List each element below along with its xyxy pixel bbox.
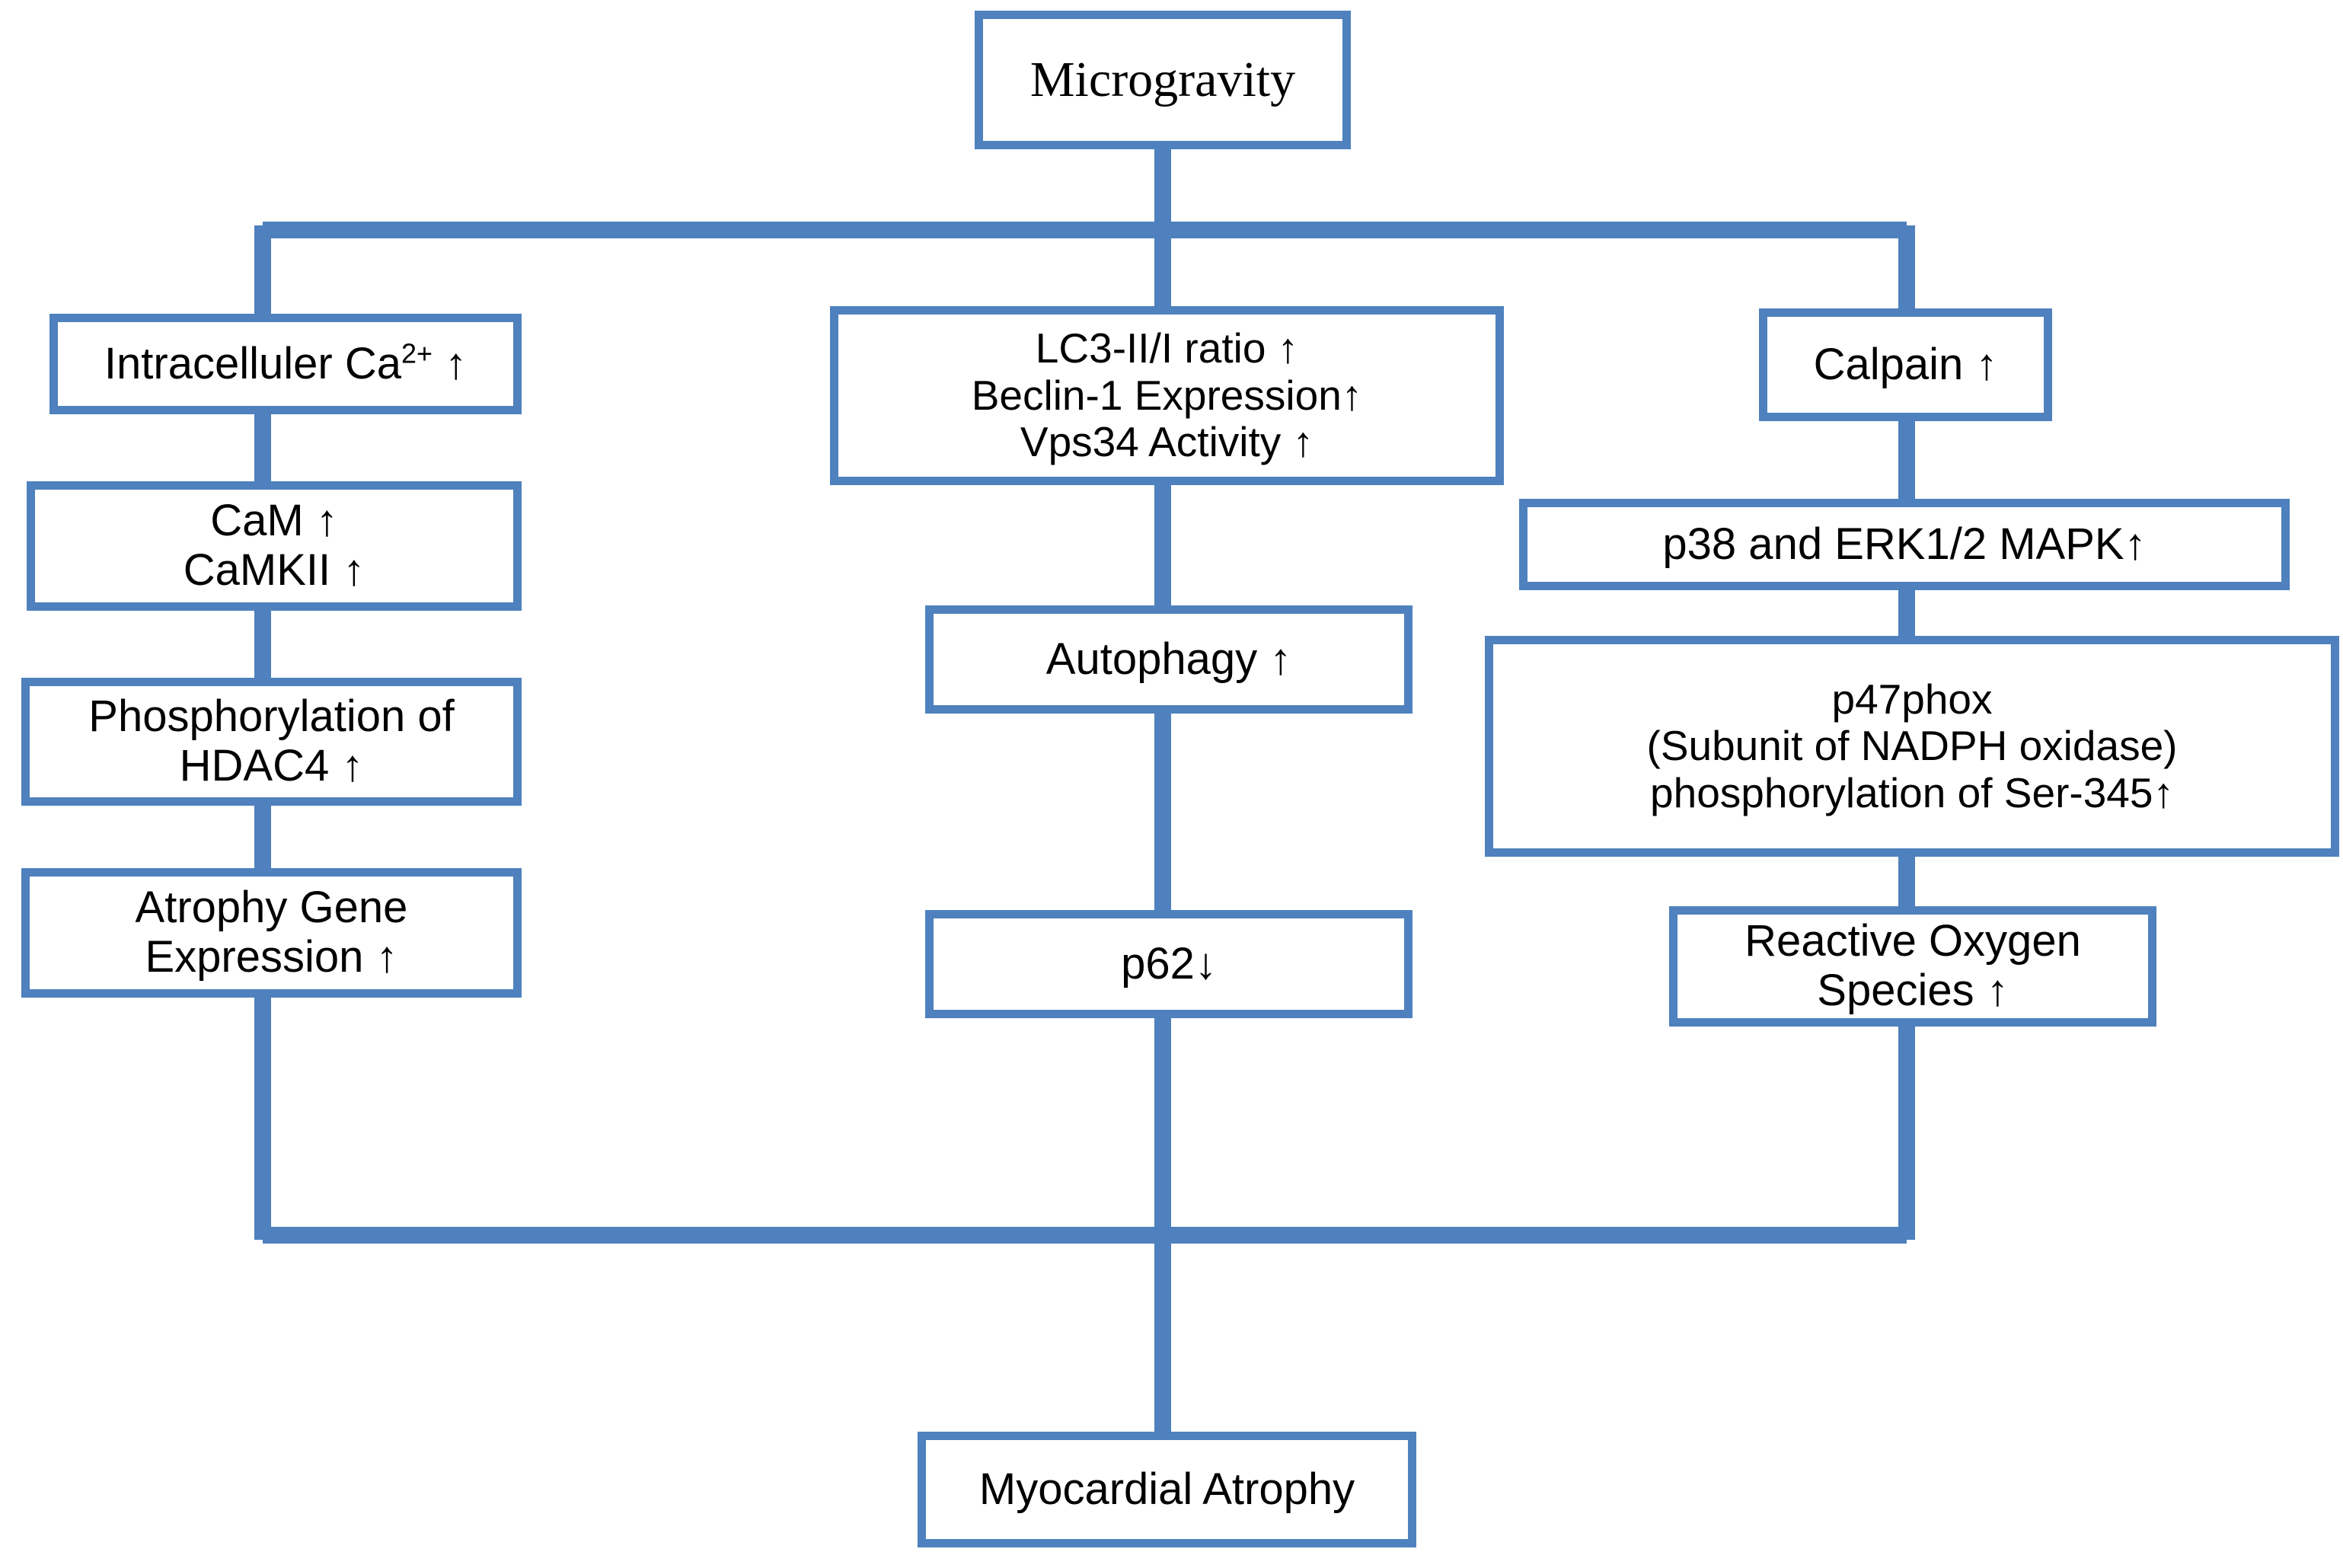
node-myocardial-atrophy: Myocardial Atrophy	[918, 1432, 1416, 1547]
node-label-hdac4-phosphorylation: Phosphorylation of HDAC4 ↑	[88, 691, 455, 790]
node-p38-erk-mapk: p38 and ERK1/2 MAPK↑	[1519, 499, 2290, 590]
node-label-myocardial-atrophy: Myocardial Atrophy	[978, 1464, 1355, 1514]
node-atrophy-gene-expression: Atrophy Gene Expression ↑	[21, 868, 522, 998]
node-label-intracellular-calcium: Intracelluler Ca2+ ↑	[104, 337, 468, 388]
node-label-atrophy-gene-expression: Atrophy Gene Expression ↑	[135, 883, 408, 982]
node-p62: p62↓	[925, 910, 1413, 1018]
node-hdac4-phosphorylation: Phosphorylation of HDAC4 ↑	[21, 678, 522, 806]
node-label-suffix-intracellular-calcium: ↑	[432, 338, 468, 388]
node-cam-camkii: CaM ↑ CaMKII ↑	[27, 481, 522, 611]
node-label-calpain: Calpain ↑	[1813, 339, 1998, 389]
node-label-autophagy-markers: LC3-II/I ratio ↑ Beclin-1 Expression↑ Vp…	[971, 324, 1363, 466]
node-intracellular-calcium: Intracelluler Ca2+ ↑	[49, 314, 522, 414]
node-label-superscript-intracellular-calcium: 2+	[401, 337, 433, 369]
node-microgravity: Microgravity	[975, 11, 1351, 149]
node-label-p38-erk-mapk: p38 and ERK1/2 MAPK↑	[1662, 519, 2147, 569]
node-p47phox-nadph-oxidase: p47phox (Subunit of NADPH oxidase) phosp…	[1485, 636, 2339, 857]
node-autophagy-markers: LC3-II/I ratio ↑ Beclin-1 Expression↑ Vp…	[830, 306, 1504, 485]
node-label-cam-camkii: CaM ↑ CaMKII ↑	[183, 496, 365, 595]
node-label-p47phox-nadph-oxidase: p47phox (Subunit of NADPH oxidase) phosp…	[1646, 675, 2178, 816]
node-autophagy: Autophagy ↑	[925, 605, 1413, 714]
node-reactive-oxygen-species: Reactive Oxygen Species ↑	[1669, 906, 2156, 1027]
node-label-reactive-oxygen-species: Reactive Oxygen Species ↑	[1744, 916, 2081, 1015]
node-label-p62: p62↓	[1121, 938, 1217, 988]
node-label-autophagy: Autophagy ↑	[1045, 634, 1292, 684]
node-calpain: Calpain ↑	[1759, 308, 2052, 421]
node-label-microgravity: Microgravity	[1029, 52, 1296, 108]
